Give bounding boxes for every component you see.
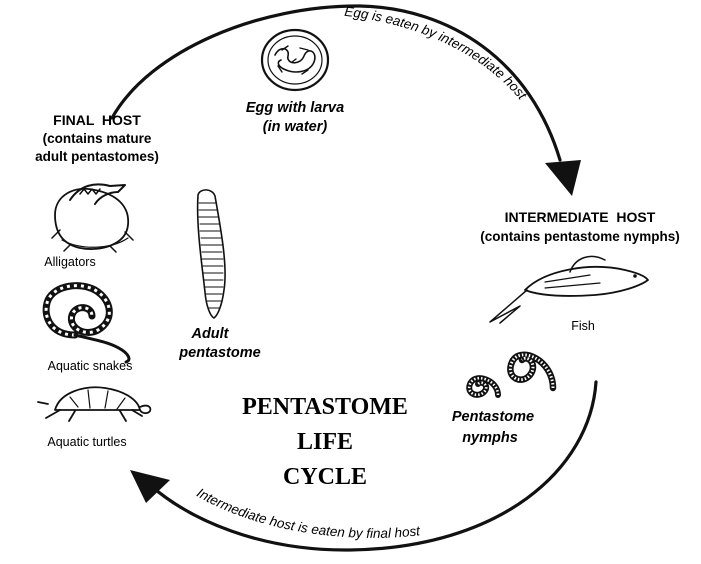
- egg-label-line2: (in water): [263, 119, 328, 135]
- final-host-sub2: adult pentastomes): [35, 149, 159, 164]
- title-line3: CYCLE: [283, 464, 367, 490]
- arrow-bottom-label: Intermediate host is eaten by final host: [194, 485, 422, 541]
- adult-pentastome-label-line1: Adult: [190, 326, 229, 342]
- intermediate-host-sub: (contains pentastome nymphs): [480, 229, 680, 244]
- nymph-icon: [469, 355, 553, 395]
- intermediate-host-heading: INTERMEDIATE HOST: [505, 209, 656, 225]
- egg-label-line1: Egg with larva: [246, 100, 344, 116]
- fish-icon: [490, 256, 648, 323]
- fish-label: Fish: [571, 319, 595, 333]
- final-host-heading: FINAL HOST: [53, 112, 141, 128]
- arrow-top-label: Egg is eaten by intermediate host: [344, 4, 531, 103]
- turtles-label: Aquatic turtles: [47, 435, 126, 449]
- egg-icon: [262, 30, 328, 90]
- arrowhead-icon: [545, 160, 581, 196]
- nymphs-label-line1: Pentastome: [452, 409, 534, 425]
- snake-icon: [46, 286, 129, 362]
- adult-pentastome-label-line2: pentastome: [178, 345, 260, 361]
- alligators-label: Alligators: [44, 255, 95, 269]
- worm-icon: [198, 190, 225, 318]
- nymphs-label-line2: nymphs: [462, 430, 518, 446]
- snakes-label: Aquatic snakes: [48, 359, 133, 373]
- final-host-sub1: (contains mature: [43, 131, 152, 146]
- alligator-icon: [52, 184, 133, 252]
- title-line1: PENTASTOME: [242, 394, 408, 420]
- turtle-icon: [38, 387, 150, 421]
- title-line2: LIFE: [297, 429, 353, 455]
- arrow-egg-to-intermediate: [112, 6, 581, 196]
